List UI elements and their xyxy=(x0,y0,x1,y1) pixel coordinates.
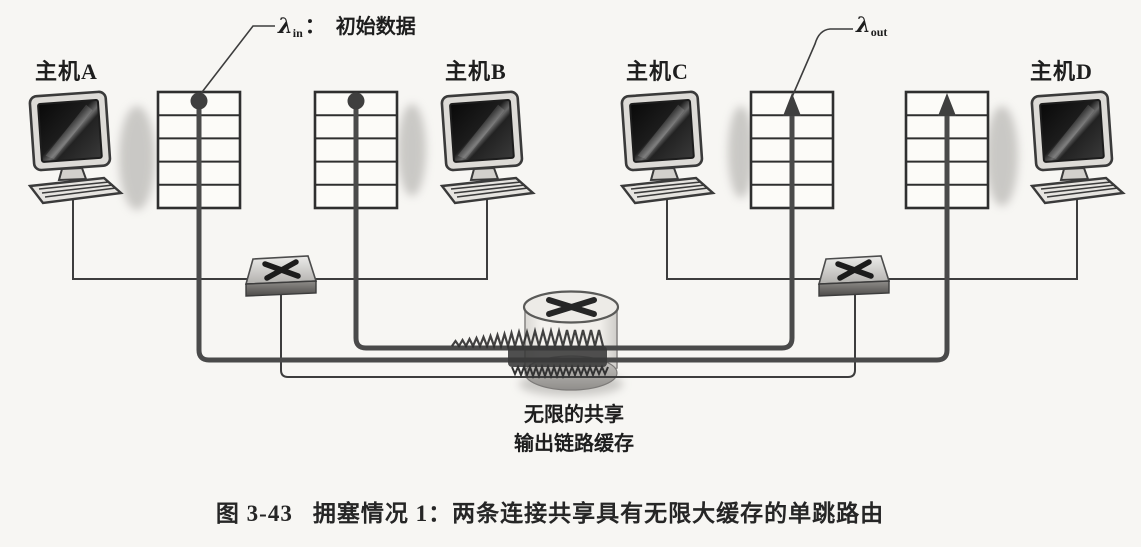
lambda-out-subscript: out xyxy=(870,25,888,39)
host-d-computer-icon xyxy=(1030,90,1125,205)
lambda-out-arrow-d xyxy=(938,93,956,116)
host-c-computer-icon xyxy=(620,90,715,205)
lambda-out-label: λout xyxy=(856,12,887,40)
lambda-in-dot-a xyxy=(190,92,208,110)
leader-lines xyxy=(198,25,853,98)
right-switch-icon xyxy=(819,256,889,296)
lambda-in-symbol: λ xyxy=(278,13,293,38)
lambda-out-symbol: λ xyxy=(856,12,871,37)
packet-burst-pattern xyxy=(451,326,609,380)
link-line-switch-router-switch xyxy=(280,292,856,378)
buffer-queues xyxy=(156,90,990,210)
figure-number: 图 3-43 xyxy=(215,501,293,526)
flow-endpoints xyxy=(190,92,956,116)
router-buffer-label: 无限的共享 输出链路缓存 xyxy=(449,401,699,459)
router-buffer-label-line1: 无限的共享 xyxy=(524,404,624,426)
host-b-label: 主机B xyxy=(445,59,507,84)
figure-caption: 图 3-43 拥塞情况 1：两条连接共享具有无限大缓存的单跳路由 xyxy=(0,494,1100,528)
lambda-in-leader-line xyxy=(198,25,275,97)
host-d-label: 主机D xyxy=(1030,59,1093,84)
host-b-computer-icon xyxy=(440,90,535,205)
lambda-in-subscript: in xyxy=(292,26,303,40)
lambda-out-leader-line xyxy=(791,28,853,98)
lambda-in-text: 初始数据 xyxy=(335,16,416,38)
left-switch-icon xyxy=(246,256,316,296)
host-c-label: 主机C xyxy=(626,59,689,84)
lambda-in-colon: ： xyxy=(304,14,326,38)
figure-caption-text: 拥塞情况 1：两条连接共享具有无限大缓存的单跳路由 xyxy=(312,501,885,526)
lambda-out-arrow-c xyxy=(783,93,801,116)
host-a-label: 主机A xyxy=(35,59,98,84)
shadow-blobs xyxy=(119,104,1018,396)
router-buffer-label-line2: 输出链路缓存 xyxy=(514,433,634,455)
lambda-in-label: λin： 初始数据 xyxy=(278,10,416,41)
lambda-in-dot-b xyxy=(347,92,365,110)
host-a-computer-icon xyxy=(28,90,123,205)
